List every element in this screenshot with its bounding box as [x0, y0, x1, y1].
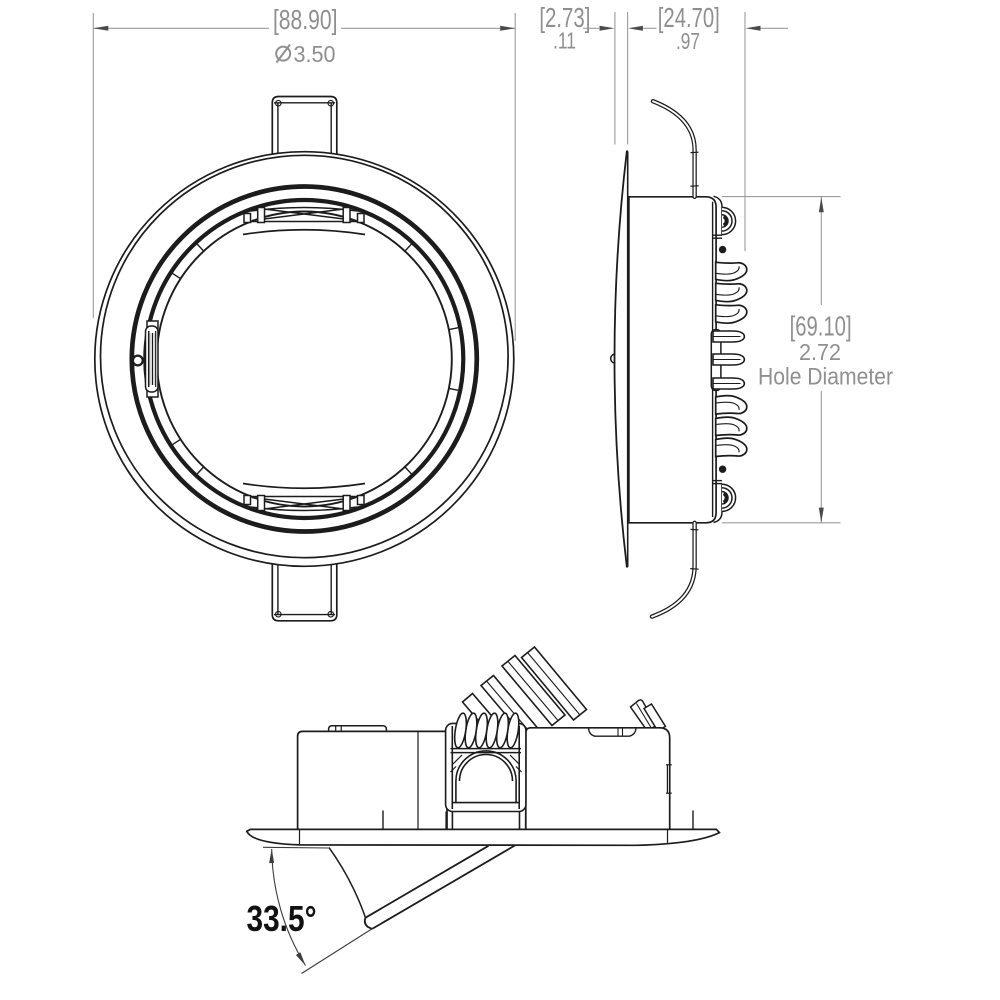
svg-text:.11: .11	[553, 28, 576, 54]
svg-text:[2.73]: [2.73]	[539, 2, 590, 33]
svg-text:3.50: 3.50	[294, 41, 336, 67]
svg-text:2.72: 2.72	[799, 339, 841, 365]
svg-text:[88.90]: [88.90]	[273, 4, 338, 35]
svg-text:[24.70]: [24.70]	[658, 2, 720, 33]
svg-text:33.5°: 33.5°	[247, 898, 317, 939]
svg-text:.97: .97	[676, 28, 700, 54]
svg-text:Hole Diameter: Hole Diameter	[758, 364, 893, 391]
svg-text:[69.10]: [69.10]	[790, 311, 852, 342]
